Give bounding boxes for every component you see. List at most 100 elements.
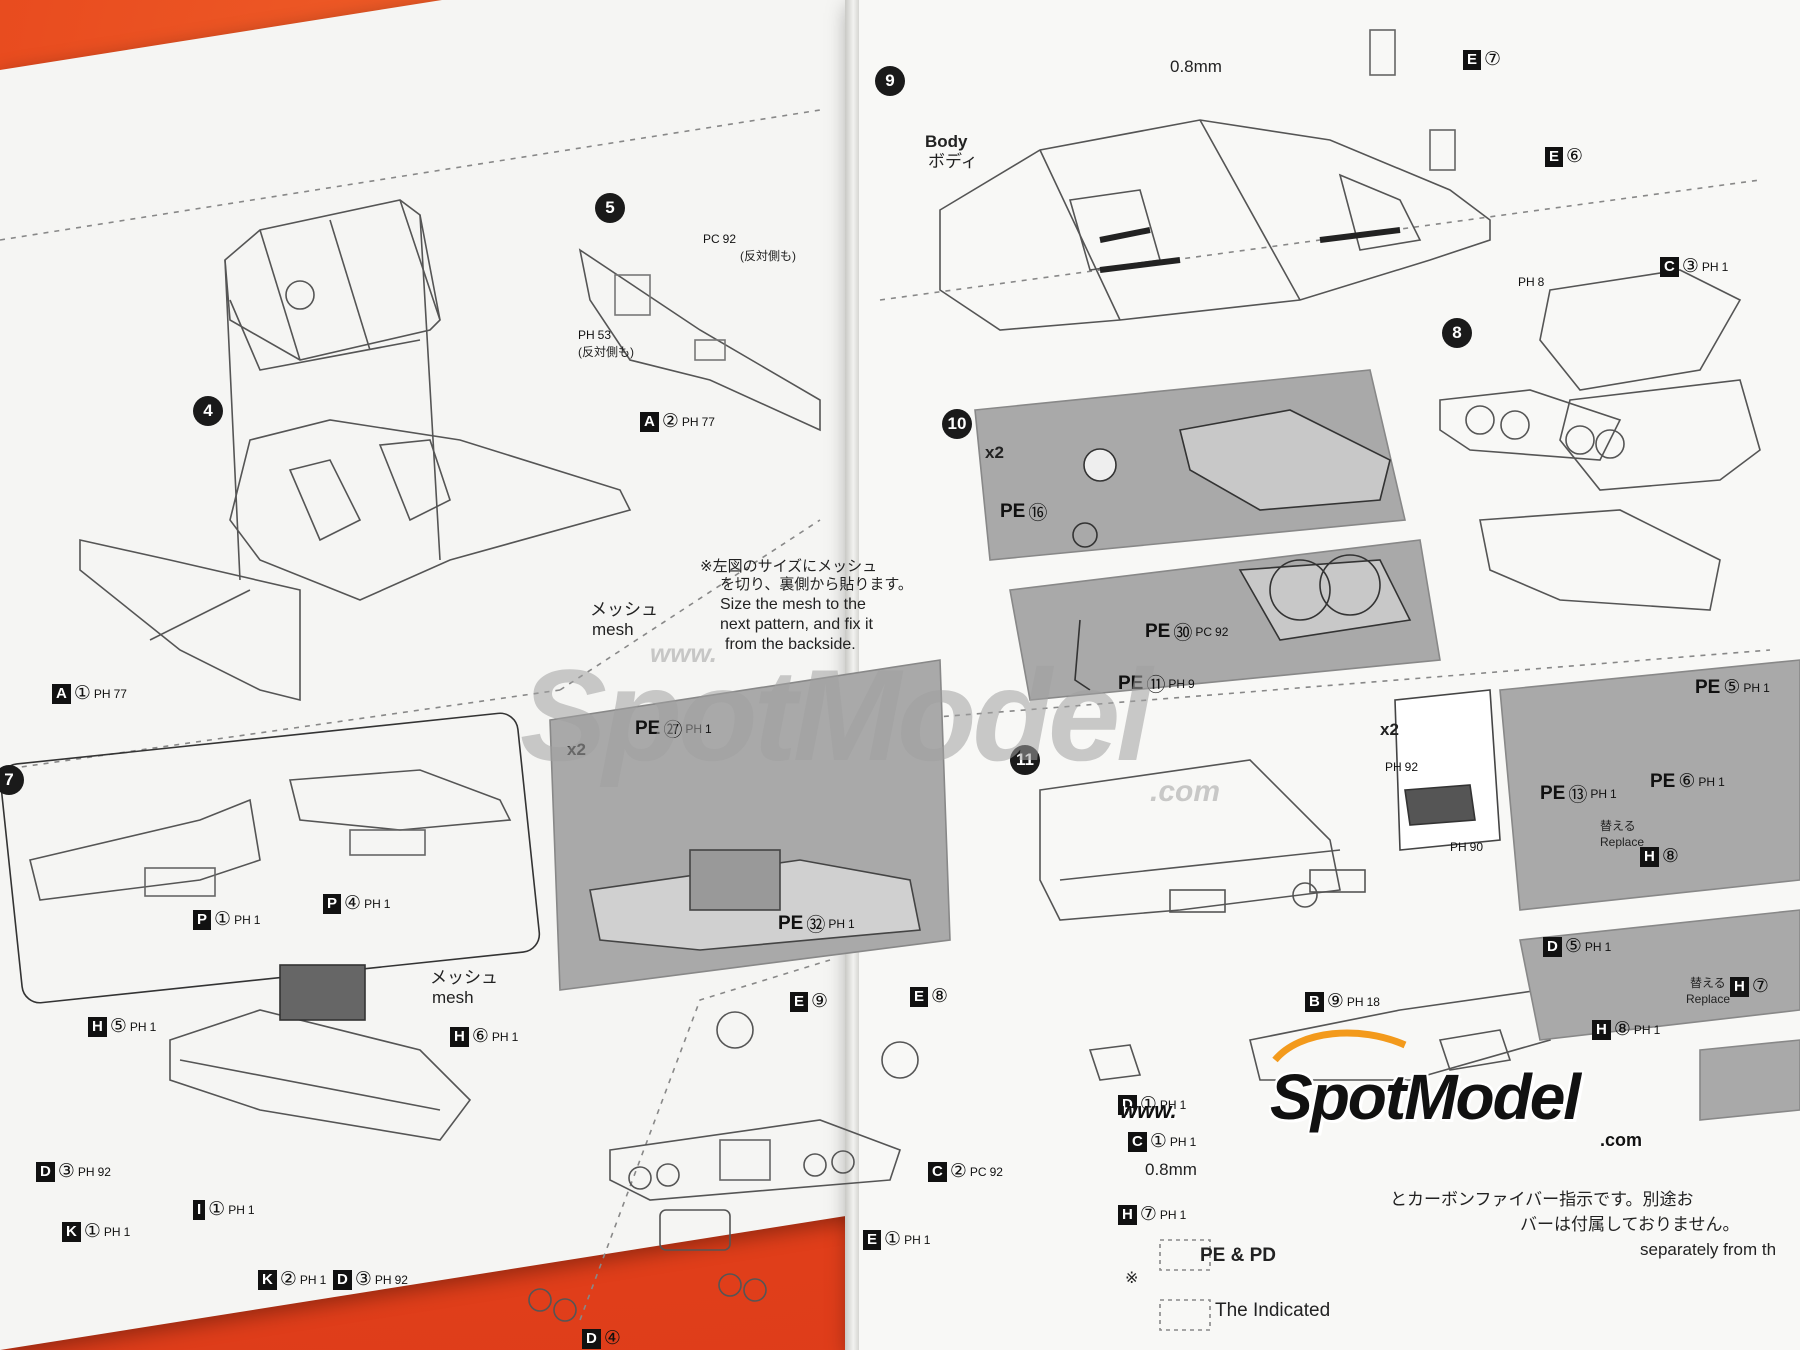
rear-trunk-drawing — [1039, 759, 1551, 1081]
watermark-www: www. — [650, 638, 717, 668]
separator-right-mid — [899, 649, 1771, 721]
front-bumper-parts — [29, 769, 512, 1141]
mesh-note-en-1: Size the mesh to the — [720, 596, 866, 613]
bottom-note-jp: とカーボンファイバー指示です。別途お — [1390, 1190, 1694, 1209]
watermark-brand: SpotModel — [520, 642, 1152, 788]
step7-box — [0, 712, 541, 1004]
indicated-legend: The Indicated — [1215, 1300, 1331, 1321]
mesh-note-jp-2: を切り、裏側から貼ります。 — [720, 576, 913, 593]
step-7-badge: 7 — [0, 765, 24, 795]
bottom-note-jp-2: バーは付属しておりません。 — [1520, 1215, 1740, 1234]
opposite-side-note-1: (反対側も) — [740, 249, 796, 263]
logo-www: www. — [1120, 1098, 1177, 1123]
mesh-label-en-2: mesh — [432, 988, 474, 1007]
qty-x2-step7: x2 — [567, 740, 586, 759]
qty-x2-step10: x2 — [985, 443, 1004, 462]
replace-jp-2: 替える — [1690, 976, 1726, 990]
mesh-note-jp-1: ※左図のサイズにメッシュ — [700, 558, 878, 575]
mesh-note-en-3: from the backside. — [725, 636, 856, 653]
replace-en-2: Replace — [1686, 992, 1731, 1006]
separately-note: separately from th — [1640, 1240, 1777, 1259]
logo-car-swoosh-icon — [1272, 1029, 1407, 1063]
car-body-drawing — [939, 29, 1491, 331]
legend-asterisk: ※ — [1125, 1270, 1139, 1287]
step-5-badge: 5 — [595, 193, 625, 223]
logo-brand: SpotModel — [1270, 1061, 1581, 1133]
roll-cage-drawing — [79, 199, 821, 702]
replace-jp-1: 替える — [1600, 819, 1636, 833]
side-panel-a2 — [578, 248, 821, 432]
side-panel-a1 — [79, 539, 301, 702]
thickness-label-top: 0.8mm — [1170, 57, 1222, 76]
qty-x2-step11: x2 — [1380, 720, 1399, 739]
replace-en-1: Replace — [1600, 835, 1645, 849]
step11-grey-panel — [1499, 659, 1800, 911]
mesh-label-jp: メッシュ — [590, 600, 658, 619]
mesh-note-en-2: next pattern, and fix it — [720, 616, 873, 633]
logo-com: .com — [1600, 1130, 1643, 1150]
front-grille-parts — [528, 1011, 919, 1322]
opposite-side-note-2: (反対側も) — [578, 345, 634, 359]
separator-left-top — [0, 109, 821, 241]
mesh-patch — [279, 964, 366, 1021]
step-11-badge: 11 — [1010, 745, 1040, 775]
hood-grille-drawing — [1439, 269, 1761, 611]
mesh-label-en: mesh — [592, 620, 634, 639]
mesh-grid — [689, 849, 781, 911]
right-page — [848, 0, 1800, 1350]
body-label-en: Body — [925, 132, 968, 151]
spotmodel-logo: www. SpotModel .com — [1120, 1020, 1750, 1160]
step-10-badge: 10 — [942, 409, 972, 439]
body-label-jp: ボディ — [928, 152, 978, 171]
thickness-label-bottom: 0.8mm — [1145, 1160, 1197, 1179]
pe-pd-legend: PE & PD — [1200, 1245, 1277, 1266]
watermark-com: .com — [1150, 775, 1221, 808]
mesh-label-jp-2: メッシュ — [430, 968, 498, 987]
step-8-badge: 8 — [1442, 318, 1472, 348]
front-bumper — [169, 1009, 472, 1141]
step-4-badge: 4 — [193, 396, 223, 426]
step-9-badge: 9 — [875, 66, 905, 96]
